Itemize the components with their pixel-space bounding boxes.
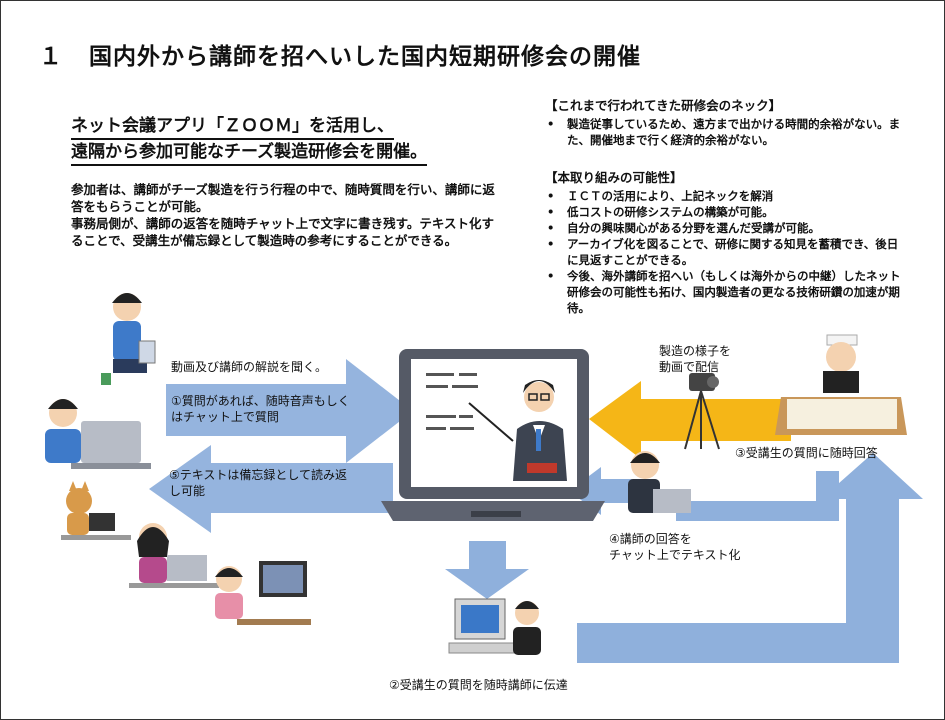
answer-arrow bbox=[676, 471, 839, 521]
office-computer-illustration bbox=[448, 598, 541, 655]
possibility-heading: 【本取り組みの可能性】 bbox=[545, 170, 683, 185]
page-title: １ 国内外から講師を招へいした国内短期研修会の開催 bbox=[39, 37, 641, 71]
possibility-item: 低コストの研修システムの構築が可能。 bbox=[545, 204, 905, 220]
question-label: ①質問があれば、随時音声もしく はチャット上で質問 bbox=[171, 393, 350, 425]
question-label-line1: ①質問があれば、随時音声もしく bbox=[171, 394, 350, 408]
chat-text-label-line1: ④講師の回答を bbox=[609, 532, 692, 546]
answer-label: ③受講生の質問に随時回答 bbox=[735, 446, 878, 460]
relay-up-arrow bbox=[577, 453, 923, 663]
possibility-item: アーカイブ化を図ることで、研修に関する知見を蓄積でき、後日に見返すことができる。 bbox=[545, 236, 905, 268]
question-label-line2: はチャット上で質問 bbox=[171, 410, 279, 424]
laptop-illustration bbox=[381, 349, 605, 521]
participant-desktop bbox=[215, 561, 311, 625]
bottleneck-section: 【これまで行われてきた研修会のネック】 製造従事しているため、遠方まで出かける時… bbox=[545, 95, 905, 148]
readback-label-line1: ⑤テキストは備忘録として読み返 bbox=[169, 468, 348, 482]
stream-arrow bbox=[589, 381, 791, 459]
bottleneck-heading: 【これまで行われてきた研修会のネック】 bbox=[545, 98, 782, 113]
stream-label-line2: 動画で配信 bbox=[659, 360, 720, 374]
relay-label: ②受講生の質問を随時講師に伝達 bbox=[389, 678, 568, 692]
possibility-item: ＩＣＴの活用により、上記ネックを解消 bbox=[545, 188, 905, 204]
title-number: １ bbox=[39, 44, 63, 70]
cheese-maker-illustration bbox=[775, 334, 907, 435]
relay-down-arrow bbox=[445, 541, 529, 599]
participant-dog bbox=[61, 481, 131, 540]
participant-tablet bbox=[101, 293, 156, 385]
possibility-item: 今後、海外講師を招へい（もしくは海外からの中継）したネット研修会の可能性も拓け、… bbox=[545, 268, 905, 316]
possibility-item: 自分の興味関心がある分野を選んだ受講が可能。 bbox=[545, 220, 905, 236]
participant-laptop-1 bbox=[45, 399, 151, 469]
participant-woman bbox=[129, 523, 219, 588]
description-paragraph-1: 参加者は、講師がチーズ製造を行う行程の中で、随時質問を行い、講師に返答をもらうこ… bbox=[71, 182, 495, 214]
headline: ネット会議アプリ「ＺＯＯＭ」を活用し、 遠隔から参加可能なチーズ製造研修会を開催… bbox=[71, 115, 428, 166]
listen-label: 動画及び講師の解説を聞く。 bbox=[171, 360, 328, 374]
description: 参加者は、講師がチーズ製造を行う行程の中で、随時質問を行い、講師に返答をもらうこ… bbox=[71, 181, 501, 249]
readback-label: ⑤テキストは備忘録として読み返 し可能 bbox=[169, 467, 347, 499]
headline-line1: ネット会議アプリ「ＺＯＯＭ」を活用し、 bbox=[71, 115, 394, 140]
chat-text-label-line2: チャット上でテキスト化 bbox=[609, 548, 741, 562]
description-paragraph-2: 事務局側が、講師の返答を随時チャット上で文字に書き残す。テキスト化することで、受… bbox=[71, 216, 495, 248]
possibility-section: 【本取り組みの可能性】 ＩＣＴの活用により、上記ネックを解消 低コストの研修シス… bbox=[545, 167, 905, 316]
title-text: 国内外から講師を招へいした国内短期研修会の開催 bbox=[89, 44, 641, 70]
readback-label-line2: し可能 bbox=[169, 484, 206, 498]
headline-line2: 遠隔から参加可能なチーズ製造研修会を開催。 bbox=[71, 141, 428, 166]
stream-label-line1: 製造の様子を bbox=[659, 344, 732, 358]
stream-label: 製造の様子を 動画で配信 bbox=[659, 343, 731, 375]
camera-illustration bbox=[684, 373, 720, 450]
staff-illustration bbox=[628, 451, 691, 513]
bottleneck-item: 製造従事しているため、遠方まで出かける時間的余裕がない。また、開催地まで行く経済… bbox=[545, 116, 905, 148]
readback-arrow bbox=[149, 445, 393, 533]
chat-text-label: ④講師の回答を チャット上でテキスト化 bbox=[609, 531, 741, 563]
question-arrow bbox=[166, 359, 413, 463]
